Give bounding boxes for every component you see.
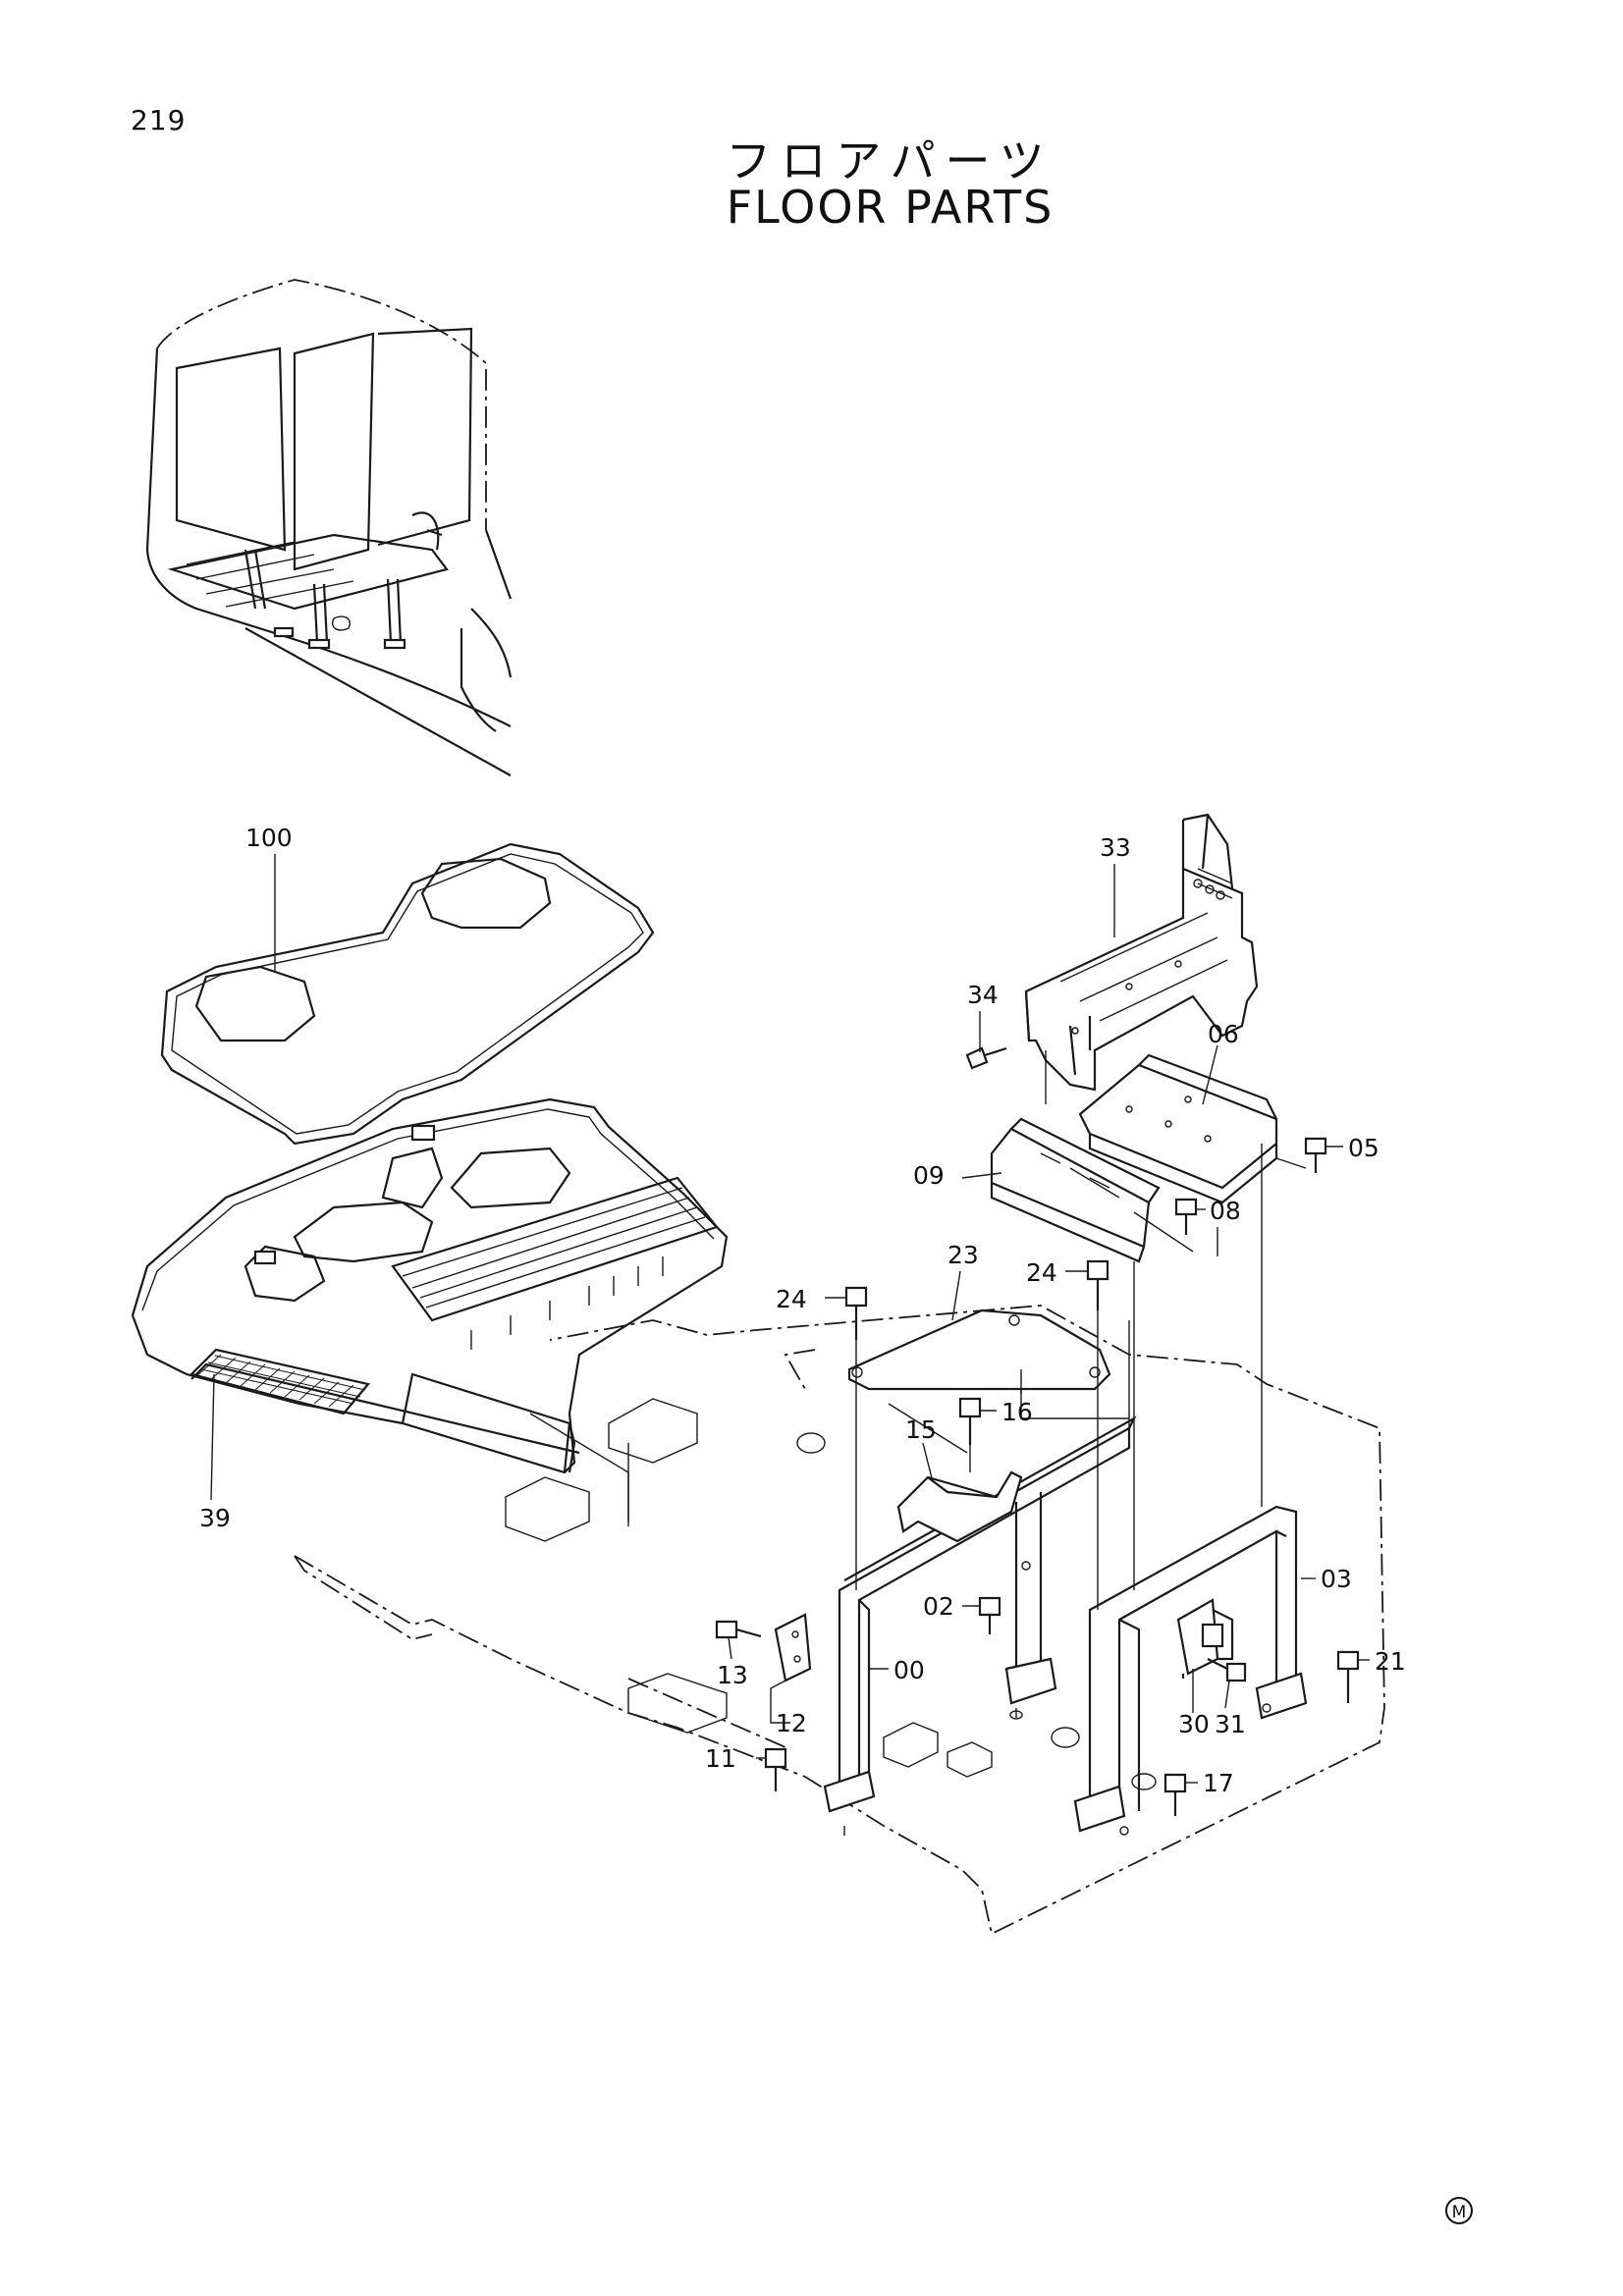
callout-00: 00 bbox=[893, 1656, 925, 1684]
plate-23-part bbox=[847, 1308, 1111, 1391]
bolt-34 bbox=[965, 1046, 1007, 1070]
bolt-24-left bbox=[844, 1286, 868, 1340]
bolt-21 bbox=[1336, 1650, 1360, 1703]
callout-12: 12 bbox=[776, 1709, 807, 1737]
callout-31: 31 bbox=[1215, 1710, 1246, 1738]
assembly-guide-lines bbox=[627, 1050, 1307, 1610]
bracket-09-part bbox=[990, 1117, 1194, 1263]
callout-24-left: 24 bbox=[776, 1285, 807, 1313]
bolt-02 bbox=[978, 1596, 1001, 1634]
callout-24-right: 24 bbox=[1026, 1258, 1057, 1287]
callout-11: 11 bbox=[705, 1744, 736, 1773]
bolt-05 bbox=[1304, 1137, 1327, 1173]
seat-stand-part bbox=[1024, 813, 1259, 1092]
callout-34: 34 bbox=[967, 981, 999, 1009]
frame-00-part bbox=[823, 1415, 1137, 1836]
callout-03: 03 bbox=[1321, 1565, 1352, 1593]
cab-overview-illustration bbox=[145, 279, 513, 776]
callout-09: 09 bbox=[913, 1161, 945, 1190]
bolt-17 bbox=[1163, 1773, 1187, 1816]
callout-02: 02 bbox=[923, 1592, 954, 1621]
plate-12-part bbox=[774, 1613, 812, 1682]
callout-08: 08 bbox=[1210, 1197, 1241, 1225]
callout-39: 39 bbox=[199, 1504, 231, 1532]
bolt-08 bbox=[1174, 1198, 1198, 1235]
bolt-31 bbox=[1207, 1658, 1247, 1682]
floor-pan-part bbox=[131, 1097, 729, 1522]
bracket-06-part bbox=[1078, 1053, 1278, 1204]
callout-15: 15 bbox=[905, 1415, 937, 1444]
manufacturer-mark: M bbox=[1445, 2197, 1473, 2224]
callout-23: 23 bbox=[947, 1241, 979, 1269]
callout-leader-lines bbox=[210, 854, 1370, 1784]
callout-30: 30 bbox=[1178, 1710, 1210, 1738]
page-title-japanese: フロアパーツ bbox=[726, 134, 1055, 187]
callout-13: 13 bbox=[717, 1661, 748, 1689]
bolt-13 bbox=[715, 1620, 762, 1639]
callout-33: 33 bbox=[1100, 833, 1131, 862]
callout-100: 100 bbox=[245, 824, 293, 852]
bolt-11 bbox=[764, 1747, 787, 1791]
callout-05: 05 bbox=[1348, 1134, 1380, 1162]
page-title: FLOOR PARTS bbox=[726, 181, 1055, 234]
callout-17: 17 bbox=[1203, 1769, 1234, 1797]
callout-06: 06 bbox=[1208, 1020, 1239, 1048]
floor-mat-part bbox=[160, 842, 655, 1146]
bracket-15-part bbox=[896, 1470, 1023, 1543]
page-number: 219 bbox=[131, 104, 187, 136]
callout-16: 16 bbox=[1001, 1398, 1033, 1426]
base-plate-outline bbox=[294, 1305, 1385, 1936]
callout-21: 21 bbox=[1375, 1647, 1406, 1676]
bolt-24-right bbox=[1086, 1259, 1109, 1310]
frame-03-part bbox=[1073, 1505, 1308, 1836]
bolt-16 bbox=[958, 1397, 982, 1445]
